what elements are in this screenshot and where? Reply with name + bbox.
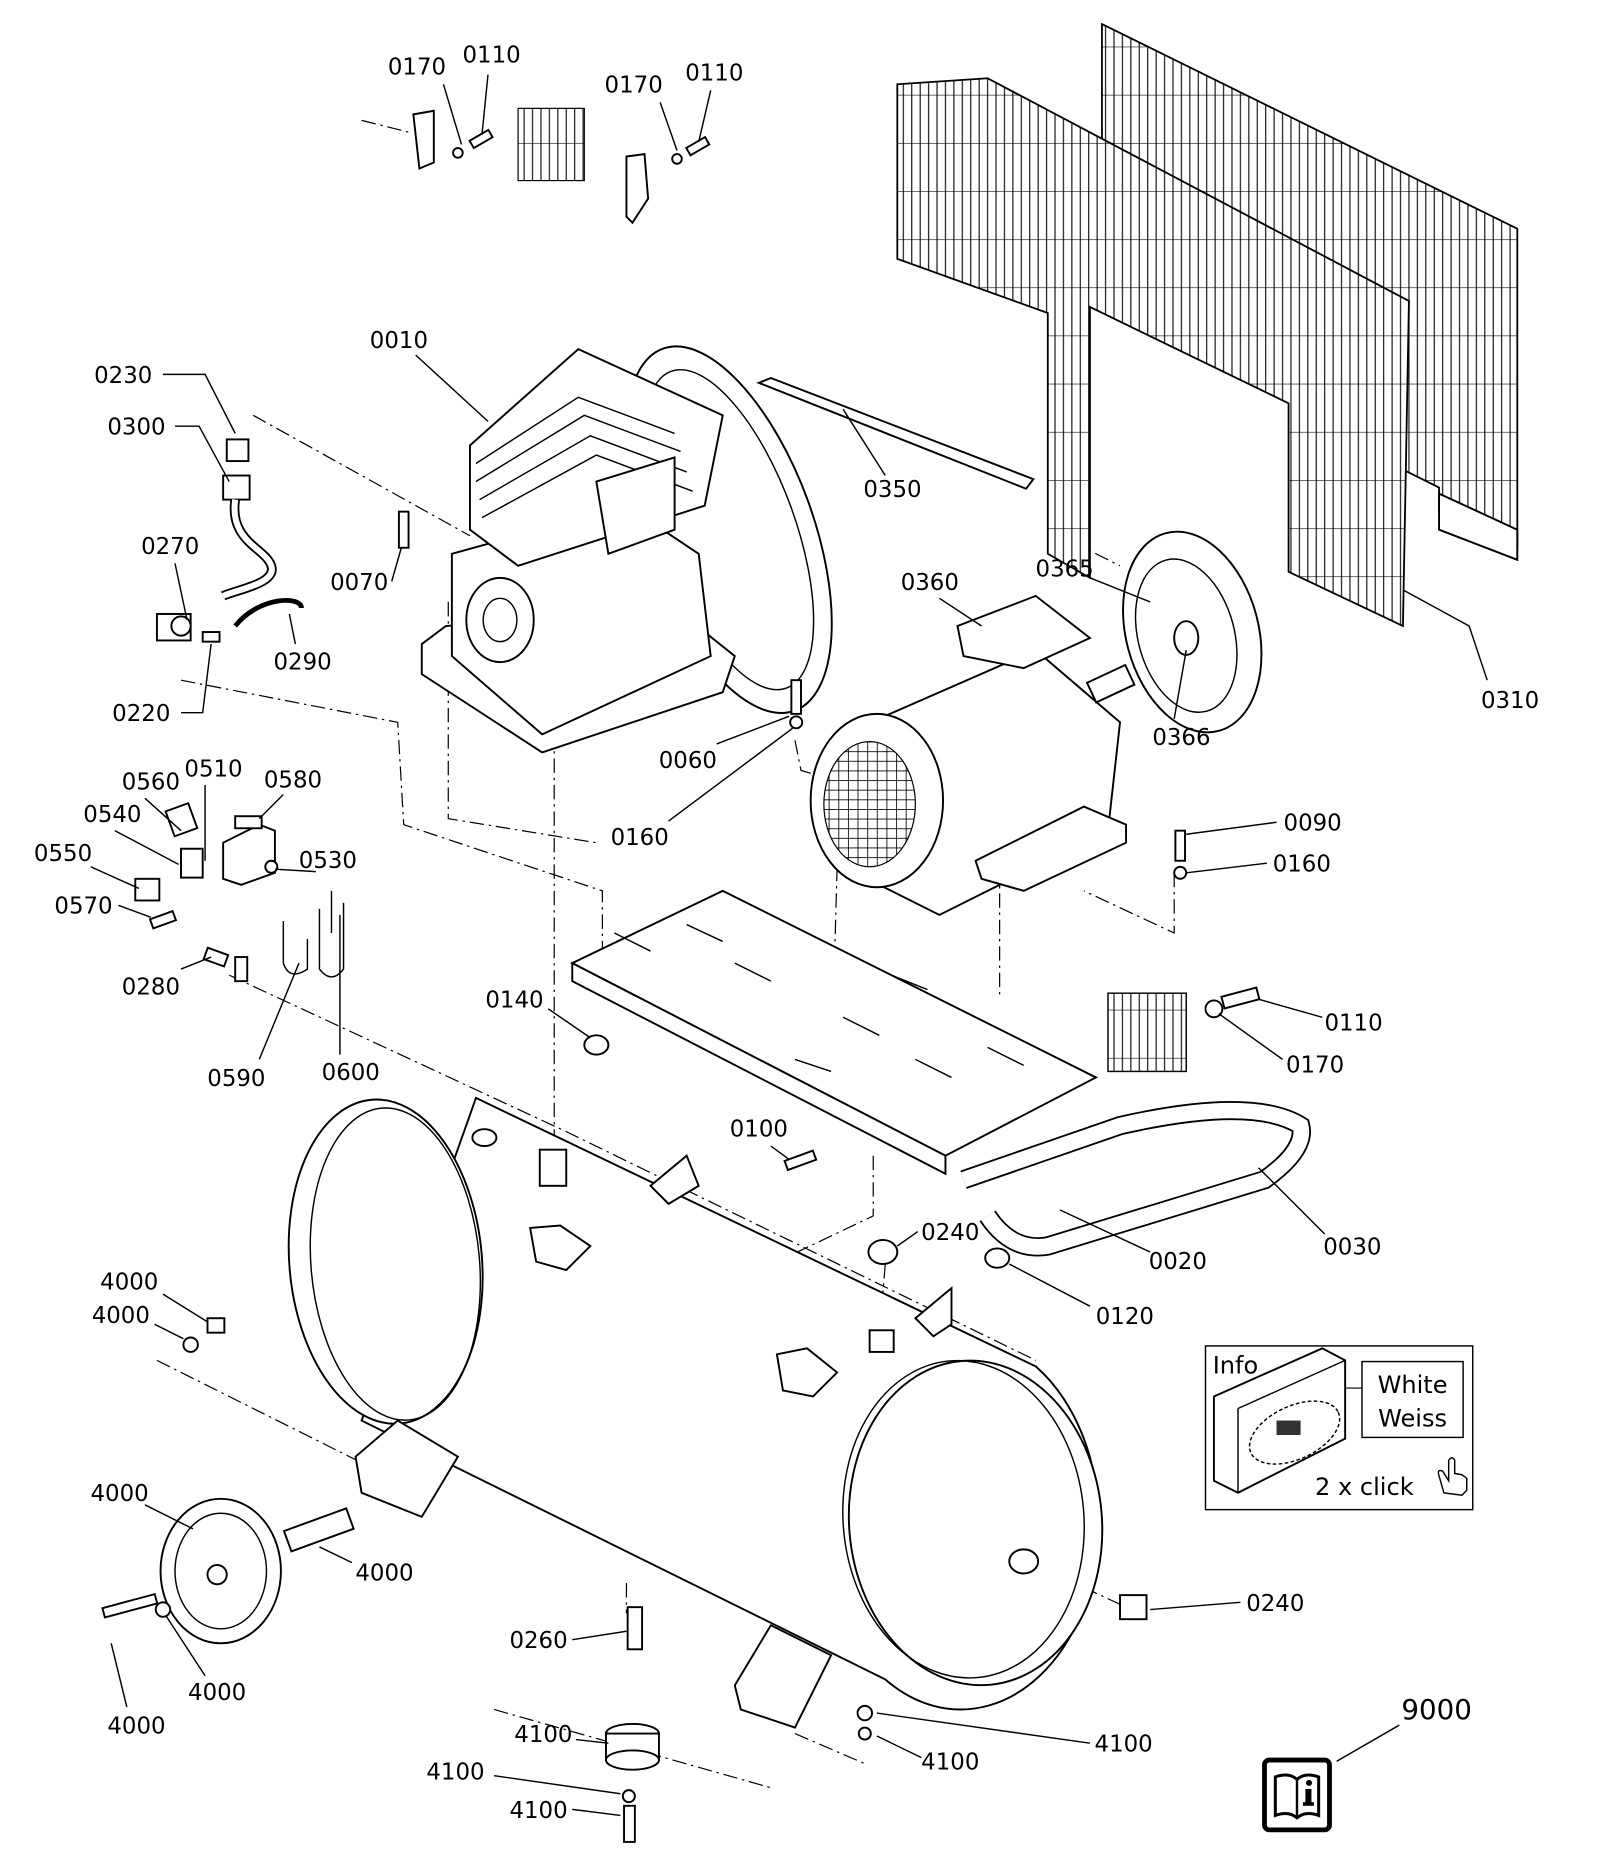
part-label-4000[interactable]: 4000 xyxy=(107,1714,165,1740)
part-label-0070[interactable]: 0070 xyxy=(330,570,388,596)
part-label-0580[interactable]: 0580 xyxy=(264,767,322,793)
part-label-0100[interactable]: 0100 xyxy=(730,1116,788,1142)
part-label-0230[interactable]: 0230 xyxy=(94,363,152,389)
part-label-0550[interactable]: 0550 xyxy=(34,841,92,867)
part-label-0270[interactable]: 0270 xyxy=(141,534,199,560)
part-label-0365[interactable]: 0365 xyxy=(1036,557,1094,583)
part-label-0350[interactable]: 0350 xyxy=(863,477,921,503)
part-label-0560[interactable]: 0560 xyxy=(122,770,180,796)
leader-lines xyxy=(90,74,1488,1817)
part-label-0030[interactable]: 0030 xyxy=(1323,1234,1381,1260)
part-label-0280[interactable]: 0280 xyxy=(122,974,180,1000)
electric-motor xyxy=(809,594,1136,917)
color-swatch[interactable] xyxy=(1361,1360,1464,1439)
wheel xyxy=(101,1317,355,1645)
part-label-0160[interactable]: 0160 xyxy=(611,825,669,851)
motor-base-plate xyxy=(570,889,1099,1176)
part-label-0600[interactable]: 0600 xyxy=(322,1060,380,1086)
part-label-0530[interactable]: 0530 xyxy=(299,848,357,874)
compressor-pump xyxy=(420,347,736,754)
rubber-feet xyxy=(605,1606,873,1843)
part-label-0310[interactable]: 0310 xyxy=(1481,688,1539,714)
part-label-4100[interactable]: 4100 xyxy=(514,1722,572,1748)
color-name-de: Weiss xyxy=(1378,1405,1447,1433)
part-label-9000[interactable]: 9000 xyxy=(1401,1693,1471,1726)
double-click-hint: 2 x click xyxy=(1315,1473,1414,1501)
part-labels: 0170 0110 0170 0110 0010 0230 0300 0350 … xyxy=(34,43,1539,1824)
belt-guard xyxy=(896,22,1519,628)
info-box[interactable]: Info White Weiss 2 x click xyxy=(1204,1345,1474,1511)
book-info-icon[interactable] xyxy=(1262,1757,1332,1833)
pipe-fittings xyxy=(155,438,304,643)
hand-pointer-icon xyxy=(1437,1457,1468,1496)
handle xyxy=(960,1100,1311,1257)
part-label-4100[interactable]: 4100 xyxy=(426,1759,484,1785)
part-label-0170[interactable]: 0170 xyxy=(605,73,663,99)
part-label-0090[interactable]: 0090 xyxy=(1284,811,1342,837)
part-label-0060[interactable]: 0060 xyxy=(659,748,717,774)
part-label-4000[interactable]: 4000 xyxy=(92,1303,150,1329)
part-label-4000[interactable]: 4000 xyxy=(355,1561,413,1587)
part-label-4000[interactable]: 4000 xyxy=(91,1481,149,1507)
guard-bracket-small xyxy=(1107,992,1187,1073)
guard-brackets-top xyxy=(412,107,711,225)
part-label-4000[interactable]: 4000 xyxy=(100,1269,158,1295)
part-label-0220[interactable]: 0220 xyxy=(112,701,170,727)
part-label-0240[interactable]: 0240 xyxy=(921,1220,979,1246)
part-label-4100[interactable]: 4100 xyxy=(921,1750,979,1776)
part-label-0300[interactable]: 0300 xyxy=(107,415,165,441)
color-name-en: White xyxy=(1378,1371,1448,1399)
guard-strip xyxy=(756,376,1035,490)
pressure-switch-group xyxy=(134,801,345,983)
part-label-4000[interactable]: 4000 xyxy=(188,1680,246,1706)
part-label-0540[interactable]: 0540 xyxy=(83,802,141,828)
part-label-4100[interactable]: 4100 xyxy=(1095,1732,1153,1758)
part-label-0110[interactable]: 0110 xyxy=(1324,1011,1382,1037)
part-label-0160[interactable]: 0160 xyxy=(1273,852,1331,878)
part-label-0510[interactable]: 0510 xyxy=(184,756,242,782)
air-tank xyxy=(287,1096,1148,1729)
poster-icon xyxy=(1212,1347,1347,1494)
part-label-0570[interactable]: 0570 xyxy=(54,894,112,920)
part-label-0260[interactable]: 0260 xyxy=(509,1628,567,1654)
part-label-0360[interactable]: 0360 xyxy=(901,570,959,596)
part-label-0170[interactable]: 0170 xyxy=(388,55,446,81)
part-label-0120[interactable]: 0120 xyxy=(1096,1304,1154,1330)
part-label-0020[interactable]: 0020 xyxy=(1149,1249,1207,1275)
pulley xyxy=(1122,530,1263,734)
part-label-4100[interactable]: 4100 xyxy=(509,1798,567,1824)
part-label-0590[interactable]: 0590 xyxy=(207,1066,265,1092)
part-label-0366[interactable]: 0366 xyxy=(1152,725,1210,751)
assembly-lines xyxy=(156,119,1175,1789)
part-label-0110[interactable]: 0110 xyxy=(685,61,743,87)
part-label-0110[interactable]: 0110 xyxy=(463,43,521,69)
part-label-0010[interactable]: 0010 xyxy=(370,328,428,354)
part-label-0240[interactable]: 0240 xyxy=(1246,1591,1304,1617)
part-label-0170[interactable]: 0170 xyxy=(1286,1053,1344,1079)
part-label-0140[interactable]: 0140 xyxy=(485,988,543,1014)
part-label-0290[interactable]: 0290 xyxy=(274,649,332,675)
info-title: Info xyxy=(1213,1352,1259,1380)
